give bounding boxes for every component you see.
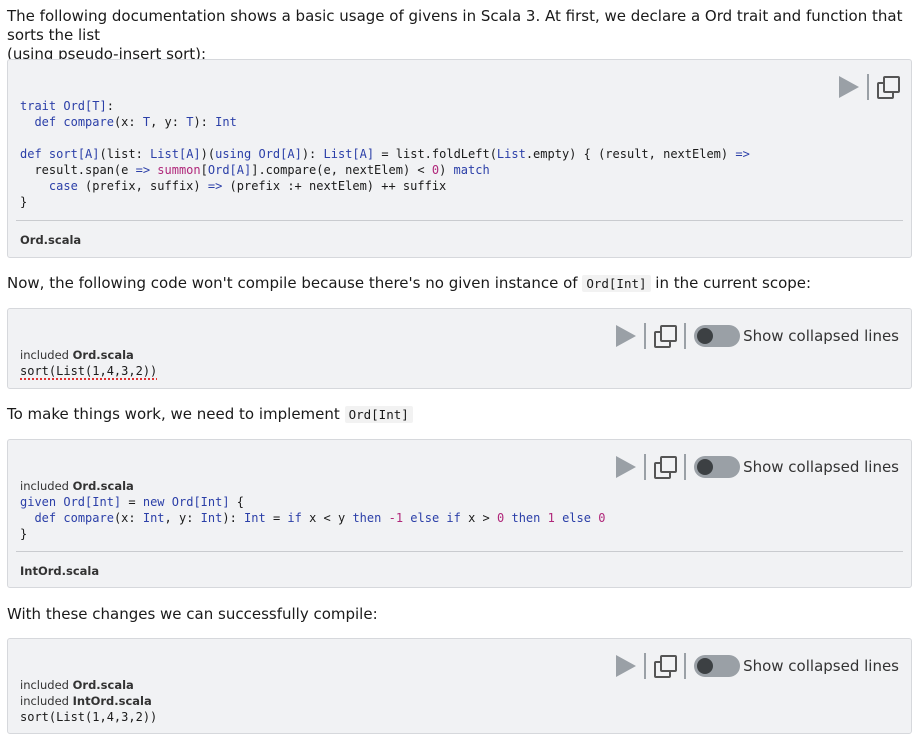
run-icon[interactable] [616, 325, 637, 347]
filename-label: Ord.scala [20, 233, 82, 247]
code-block-sort-success: Show collapsed lines included Ord.scala … [7, 638, 912, 734]
code-block-intord: Show collapsed lines included Ord.scala … [7, 439, 912, 588]
run-icon[interactable] [839, 76, 859, 98]
intro-paragraph: The following documentation shows a basi… [7, 7, 912, 64]
code-block-ord: trait Ord[T]: def compare(x: T, y: T): I… [7, 59, 912, 258]
included-file: included Ord.scala [20, 479, 134, 493]
toolbar-separator [644, 454, 647, 480]
para2-text-before: Now, the following code won't compile be… [7, 274, 583, 292]
code-toolbar: Show collapsed lines [616, 323, 899, 349]
included-file: included Ord.scala [20, 678, 134, 692]
code-line-error: sort(List(1,4,3,2)) [20, 364, 158, 378]
code-sort-fail: included Ord.scala sort(List(1,4,3,2)) [20, 347, 901, 379]
code-divider [16, 551, 903, 552]
copy-icon[interactable] [654, 325, 678, 348]
toolbar-separator [644, 653, 647, 679]
code-toolbar: Show collapsed lines [616, 454, 899, 480]
paragraph-implement: To make things work, we need to implemen… [7, 405, 912, 424]
code-intord: included Ord.scala given Ord[Int] = new … [20, 479, 606, 541]
toolbar-separator [644, 323, 647, 349]
included-file: included Ord.scala [20, 348, 134, 362]
copy-icon[interactable] [654, 456, 678, 479]
code-ord: trait Ord[T]: def compare(x: T, y: T): I… [20, 99, 750, 209]
para4-text: With these changes we can successfully c… [7, 605, 378, 623]
show-collapsed-toggle[interactable] [694, 655, 741, 677]
paragraph-compile: With these changes we can successfully c… [7, 605, 912, 624]
intro-line-2: (using pseudo-insert sort): [7, 45, 207, 63]
inline-code-ord-int: Ord[Int] [582, 275, 651, 292]
show-collapsed-label: Show collapsed lines [743, 458, 899, 476]
paragraph-no-given: Now, the following code won't compile be… [7, 274, 912, 293]
show-collapsed-toggle[interactable] [694, 325, 741, 347]
show-collapsed-label: Show collapsed lines [743, 657, 899, 675]
filename-label: IntOrd.scala [20, 564, 100, 578]
code-line: sort(List(1,4,3,2)) [20, 710, 158, 724]
code-divider [16, 220, 903, 221]
para2-text-after: in the current scope: [650, 274, 812, 292]
toolbar-separator [684, 323, 687, 349]
run-icon[interactable] [616, 655, 637, 677]
toolbar-separator [684, 454, 687, 480]
inline-code-ord-int: Ord[Int] [344, 406, 413, 423]
copy-icon[interactable] [877, 76, 900, 99]
para3-text-before: To make things work, we need to implemen… [7, 405, 345, 423]
copy-icon[interactable] [654, 655, 678, 678]
toolbar-separator [867, 74, 869, 100]
run-icon[interactable] [616, 456, 637, 478]
show-collapsed-label: Show collapsed lines [743, 327, 899, 345]
included-file: included IntOrd.scala [20, 694, 152, 708]
intro-line-1: The following documentation shows a basi… [7, 7, 903, 44]
toolbar-separator [684, 653, 687, 679]
code-sort-success: included Ord.scala included IntOrd.scala… [20, 677, 901, 725]
code-toolbar: Show collapsed lines [616, 653, 899, 679]
code-block-sort-fail: Show collapsed lines included Ord.scala … [7, 308, 912, 389]
code-toolbar [839, 74, 900, 100]
show-collapsed-toggle[interactable] [694, 456, 741, 478]
